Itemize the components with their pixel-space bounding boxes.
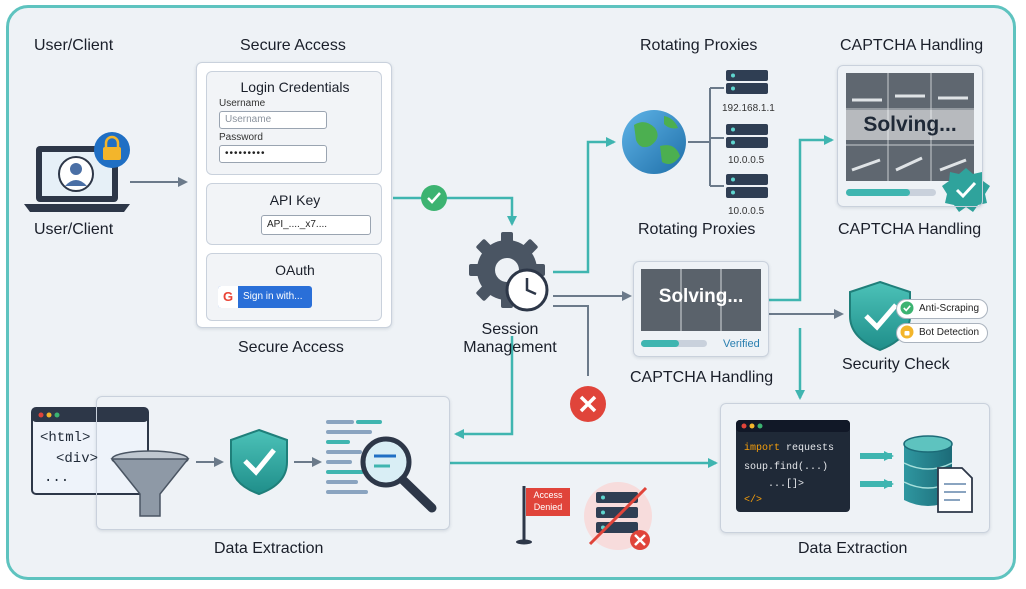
label-rotating-proxies-bottom: Rotating Proxies xyxy=(638,221,756,238)
lock-icon xyxy=(94,132,130,168)
laptop-icon xyxy=(24,146,130,212)
label-secure-access-bottom: Secure Access xyxy=(238,339,344,356)
google-g-icon: G xyxy=(218,286,238,308)
python-keyword: import xyxy=(744,443,781,454)
server-icon-2 xyxy=(726,124,768,148)
html-tag-line-3: ... xyxy=(44,470,70,486)
arrow-session-to-extraction xyxy=(454,336,514,439)
check-circle-icon xyxy=(421,185,447,211)
access-denied-line-1: Access xyxy=(533,490,563,500)
google-sign-in-label: Sign in with... xyxy=(243,291,303,302)
browser-window-icon xyxy=(31,407,149,495)
oauth-title: OAuth xyxy=(275,262,315,278)
arrow-captcha-to-solver xyxy=(768,135,834,302)
proxy-ip-1: 192.168.1.1 xyxy=(722,103,775,114)
filter-shield-icon xyxy=(230,428,288,496)
bot-detection-chip: Bot Detection xyxy=(896,323,989,343)
username-label: Username xyxy=(219,98,266,109)
proxy-ip-3: 10.0.0.5 xyxy=(728,206,765,217)
security-shield-icon xyxy=(849,280,911,352)
data-extraction-right-panel xyxy=(720,403,990,533)
label-data-extraction-left: Data Extraction xyxy=(214,540,324,557)
access-denied-flag-icon xyxy=(516,486,570,545)
error-x-icon xyxy=(570,386,606,422)
api-key-field[interactable]: API_...._x7.... xyxy=(261,215,371,235)
password-label: Password xyxy=(219,132,263,143)
python-module: requests xyxy=(780,443,835,454)
arrow-session-to-denied xyxy=(553,305,589,376)
python-line-1: import requests xyxy=(744,443,834,454)
label-security-check: Security Check xyxy=(842,356,950,373)
label-captcha-mid: CAPTCHA Handling xyxy=(630,369,774,386)
captcha-mid-image xyxy=(641,269,761,331)
python-line-3: ...[]> xyxy=(768,479,805,490)
label-session-line-2: Management xyxy=(463,339,557,356)
server-icon-3 xyxy=(726,174,768,198)
login-credentials-card: Login Credentials Username Username Pass… xyxy=(206,71,382,175)
password-input[interactable]: ••••••••• xyxy=(219,145,327,163)
code-window-icon xyxy=(736,420,850,512)
api-key-card: API Key API_...._x7.... xyxy=(206,183,382,245)
python-line-2: soup.find(...) xyxy=(744,462,829,473)
funnel-icon xyxy=(110,450,190,517)
login-title: Login Credentials xyxy=(240,79,350,95)
captcha-top-solving-text: Solving... xyxy=(846,110,974,140)
label-user-client-bottom: User/Client xyxy=(34,221,114,238)
api-key-title: API Key xyxy=(269,192,321,208)
blocked-server-icon xyxy=(584,482,652,550)
label-data-extraction-right: Data Extraction xyxy=(798,540,908,557)
label-user-client-top: User/Client xyxy=(34,37,114,54)
google-sign-in-button[interactable]: G Sign in with... xyxy=(218,286,312,308)
proxy-branch-lines xyxy=(688,87,724,187)
captcha-solver-card xyxy=(837,65,983,207)
text-lines-icon xyxy=(326,420,382,494)
server-icon-1 xyxy=(726,70,768,94)
label-captcha-top: CAPTCHA Handling xyxy=(840,37,984,54)
captcha-mid-progress-fill xyxy=(641,340,679,347)
document-icon xyxy=(937,467,973,513)
label-session-line-1: Session xyxy=(481,321,539,338)
html-tag-line-1: <html> xyxy=(40,430,91,446)
python-line-4: </> xyxy=(744,495,763,506)
captcha-top-progress-fill xyxy=(846,189,910,196)
anti-scraping-chip: Anti-Scraping xyxy=(896,299,989,319)
html-tag-line-2: <div> xyxy=(56,451,99,467)
gear-clock-icon xyxy=(469,232,549,312)
label-captcha-right: CAPTCHA Handling xyxy=(838,221,982,238)
arrow-access-to-session xyxy=(393,196,517,226)
label-secure-access-top: Secure Access xyxy=(240,37,346,54)
captcha-mid-card xyxy=(633,261,769,357)
captcha-mid-solving-text: Solving... xyxy=(658,286,744,307)
arrow-session-to-proxies xyxy=(553,137,616,274)
data-extraction-left-panel xyxy=(96,396,450,530)
access-denied-line-2: Denied xyxy=(533,502,563,512)
proxy-ip-2: 10.0.0.5 xyxy=(728,155,765,166)
globe-icon xyxy=(622,110,686,174)
captcha-verified-text: Verified xyxy=(723,338,760,350)
username-input[interactable]: Username xyxy=(219,111,327,129)
magnifier-icon xyxy=(360,436,437,513)
label-rotating-proxies-top: Rotating Proxies xyxy=(640,37,758,54)
